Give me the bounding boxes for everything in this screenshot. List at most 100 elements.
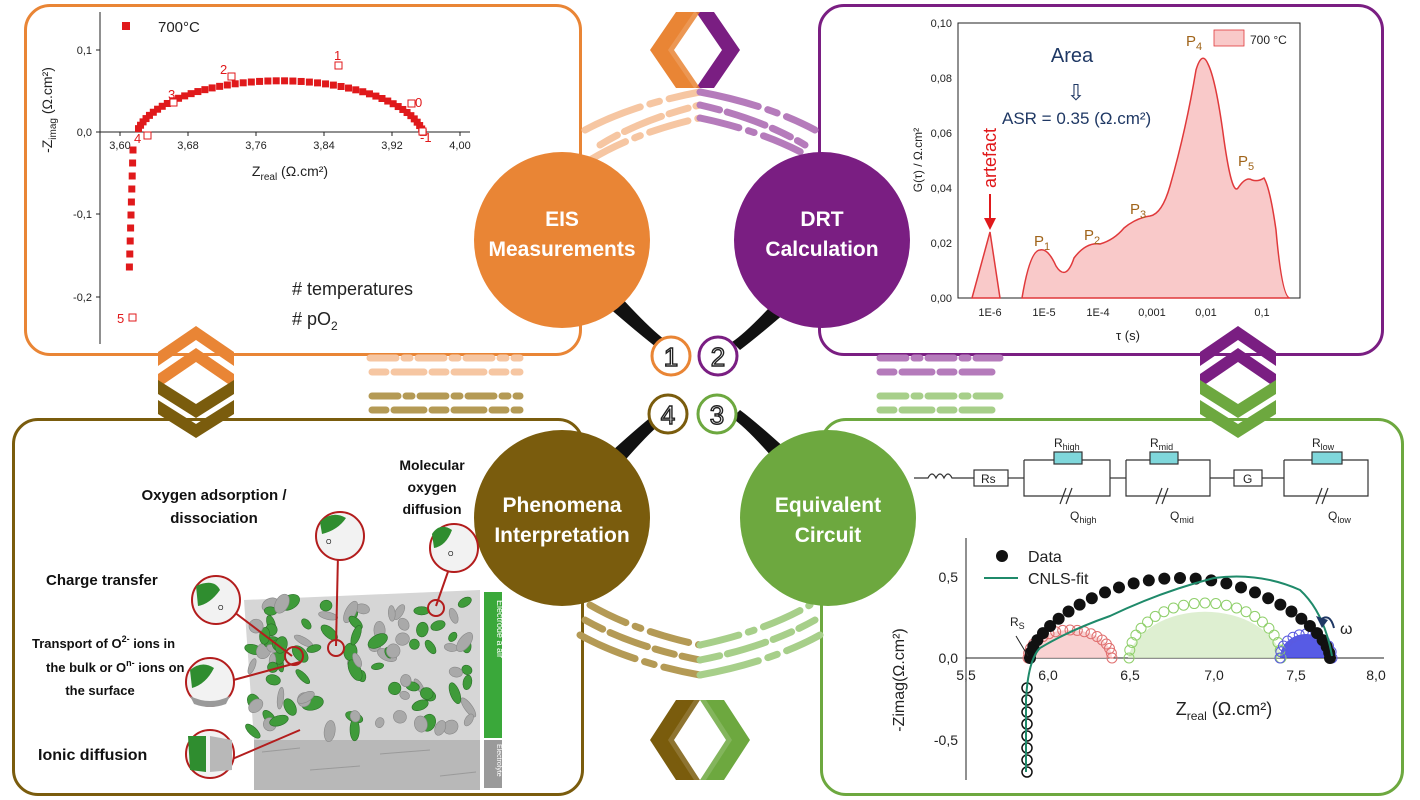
eq-xlabel: Zreal (Ω.cm²) — [1176, 699, 1272, 723]
electrode-particle — [349, 710, 361, 723]
electrode-particle — [395, 632, 410, 646]
eq-legend-data: Data — [1028, 549, 1062, 566]
eis-point — [175, 94, 183, 102]
eq-mid-point — [1220, 599, 1232, 611]
equivalent-title-line2: Circuit — [795, 524, 862, 547]
eis-ytick-3: -0,2 — [73, 292, 92, 304]
electrode-particle — [411, 699, 429, 711]
eis-open-marker-1 — [334, 61, 343, 70]
eis-point — [247, 78, 255, 86]
eq-rs-pointer — [1015, 635, 1029, 657]
electrolyte-layer — [254, 738, 480, 790]
equivalent-circuit-panel — [820, 418, 1404, 796]
electrode-particle — [457, 596, 472, 608]
zoom-circle-charge: O — [191, 575, 241, 625]
step-1-number: 1 — [664, 342, 678, 372]
omega-arrowhead-icon — [1316, 616, 1328, 628]
eis-point — [194, 88, 202, 96]
eq-mid-point — [1130, 629, 1142, 641]
decorative-arcs — [366, 88, 1004, 679]
eq-mid-point — [1231, 602, 1243, 614]
electrode-particle — [400, 674, 412, 687]
electrode-particle — [409, 638, 420, 650]
drt-xtick-1: 1E-5 — [1032, 307, 1055, 319]
eq-data-point — [1073, 598, 1086, 611]
electrode-particle — [442, 719, 459, 735]
electrode-particle — [371, 662, 384, 670]
electrolyte-label: Electrolyte — [495, 744, 502, 777]
drt-peak-1: P1 — [1034, 233, 1050, 253]
zoom-circle-transport — [185, 657, 235, 707]
eis-point — [378, 94, 386, 102]
eis-point — [129, 146, 137, 154]
electrode-particle — [448, 608, 459, 624]
eq-mid-point — [1240, 606, 1252, 618]
electrode-particle — [416, 621, 429, 638]
electrode-particle — [430, 620, 446, 631]
eis-point — [314, 79, 322, 87]
eq-mid-point — [1263, 622, 1275, 634]
eis-point — [264, 77, 272, 85]
electrode-particle — [460, 697, 477, 718]
q-high-label: Qhigh — [1070, 509, 1096, 525]
eq-mid-point — [1249, 610, 1261, 622]
eis-point — [129, 159, 137, 167]
eq-high-point — [1106, 652, 1118, 664]
eis-point — [403, 109, 411, 117]
drt-ytick-1: 0,08 — [931, 73, 952, 85]
electrode-particle — [319, 599, 333, 612]
eis-open-marker-2 — [227, 72, 236, 81]
eis-point — [389, 100, 397, 108]
label-oxygen-adsorption-2: dissociation — [170, 510, 258, 527]
eis-title-line1: EIS — [545, 208, 579, 231]
svg-text:O: O — [448, 551, 454, 558]
svg-text:O: O — [326, 539, 332, 546]
eq-ytick-2: -0,5 — [934, 732, 958, 748]
eq-xtick-0: 5,5 — [956, 667, 976, 683]
r-high-label: Rhigh — [1054, 436, 1080, 452]
eq-data-point — [1295, 612, 1308, 625]
eis-legend-label: 700°C — [158, 19, 200, 36]
eis-legend-marker — [122, 22, 130, 30]
eis-point — [399, 105, 407, 113]
drt-legend-label: 700 °C — [1250, 33, 1287, 47]
eq-xtick-1: 6,0 — [1038, 667, 1058, 683]
eq-mid-point — [1178, 599, 1190, 611]
equivalent-circuit-circle[interactable] — [740, 430, 916, 606]
eq-data-point — [1274, 598, 1287, 611]
eis-point — [223, 81, 231, 89]
electrode-particle — [350, 624, 362, 646]
eis-point — [272, 77, 280, 85]
eis-point — [289, 77, 297, 85]
electrode-particle — [461, 664, 473, 675]
eq-omega-label: ω — [1340, 621, 1353, 638]
eq-data-point — [1085, 592, 1098, 605]
eq-low-point — [1274, 652, 1286, 664]
label-charge-transfer: Charge transfer — [46, 572, 158, 589]
zoom-target-charge — [284, 646, 304, 666]
eq-high-point — [1085, 628, 1097, 640]
eis-point — [154, 105, 162, 113]
electrode-particle — [375, 717, 385, 728]
eq-data-point — [1324, 652, 1336, 664]
drt-xtick-4: 0,01 — [1195, 307, 1216, 319]
g-label: G — [1243, 472, 1252, 486]
eq-data-point — [1127, 577, 1140, 590]
zoom-circle-ionic — [185, 729, 235, 779]
phenomena-circle[interactable] — [474, 430, 650, 606]
electrode-particle — [248, 698, 264, 713]
drt-peak-2: P2 — [1084, 227, 1100, 247]
eis-circle[interactable] — [474, 152, 650, 328]
drt-circle[interactable] — [734, 152, 910, 328]
zoom-target-adsorption — [327, 639, 345, 657]
label-oxygen-adsorption-1: Oxygen adsorption / — [141, 487, 287, 504]
eq-low-point — [1287, 631, 1299, 643]
eis-point — [208, 84, 216, 92]
drt-xtick-0: 1E-6 — [978, 307, 1001, 319]
step-4-badge: 4 — [647, 393, 689, 435]
eq-mid-point — [1268, 629, 1280, 641]
eis-point-label-0: 0 — [415, 95, 422, 110]
eq-mid-point — [1188, 598, 1200, 610]
electrode-particle — [283, 698, 297, 716]
eis-panel — [24, 4, 582, 356]
